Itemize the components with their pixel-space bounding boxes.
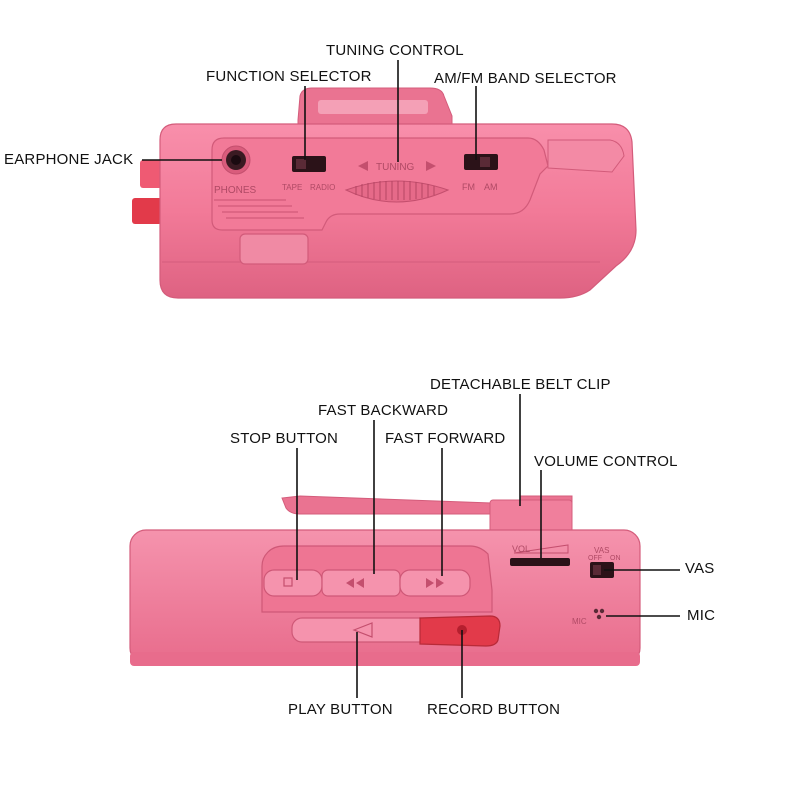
embossed-tuning: TUNING: [376, 162, 415, 173]
label-fast-backward: FAST BACKWARD: [318, 402, 449, 419]
top-clip-gap: [318, 100, 428, 114]
embossed-off: OFF: [588, 555, 602, 562]
embossed-tape: TAPE: [282, 183, 302, 192]
embossed-vol: VOL: [512, 544, 530, 554]
tuning-wheel-ridges: [355, 181, 435, 200]
top-battery-door: [239, 233, 309, 265]
top-device: [132, 87, 637, 299]
top-side-tab-lower: [132, 198, 162, 224]
label-mic: MIC: [687, 607, 716, 624]
bottom-base-strip: [130, 652, 640, 666]
label-play-button: PLAY BUTTON: [288, 701, 393, 718]
fast-forward-button-shape: [399, 569, 471, 597]
stop-button-shape: [263, 569, 323, 597]
leader-lines: [142, 60, 680, 698]
label-record-button: RECORD BUTTON: [427, 701, 561, 718]
embossed-phones: PHONES: [214, 185, 257, 196]
label-vas: VAS: [685, 560, 715, 577]
label-volume-control: VOLUME CONTROL: [534, 453, 678, 470]
belt-clip-block: [489, 499, 573, 535]
top-vent-lines: [214, 199, 304, 219]
embossed-on: ON: [610, 555, 621, 562]
label-stop-button: STOP BUTTON: [230, 430, 339, 447]
play-button-shape: [291, 617, 431, 643]
volume-slot: [510, 558, 570, 566]
embossed-mic: MIC: [572, 617, 587, 626]
bottom-device: [129, 495, 641, 666]
tuning-arrow-left: [358, 161, 368, 171]
label-function-selector: FUNCTION SELECTOR: [206, 68, 372, 85]
top-side-tab-upper: [140, 160, 162, 188]
embossed-vas: VAS: [594, 546, 609, 555]
top-right-bevel: [547, 139, 625, 173]
mic-holes: [593, 608, 605, 620]
label-earphone-jack: EARPHONE JACK: [4, 151, 134, 168]
tuning-arrow-right: [426, 161, 436, 171]
label-am-fm-band-selector: AM/FM BAND SELECTOR: [434, 70, 617, 87]
embossed-am: AM: [484, 182, 498, 192]
embossed-radio: RADIO: [310, 183, 335, 192]
label-detachable-belt-clip: DETACHABLE BELT CLIP: [430, 376, 611, 393]
label-fast-forward: FAST FORWARD: [385, 430, 506, 447]
label-tuning-control: TUNING CONTROL: [326, 42, 464, 59]
embossed-fm: FM: [462, 182, 475, 192]
